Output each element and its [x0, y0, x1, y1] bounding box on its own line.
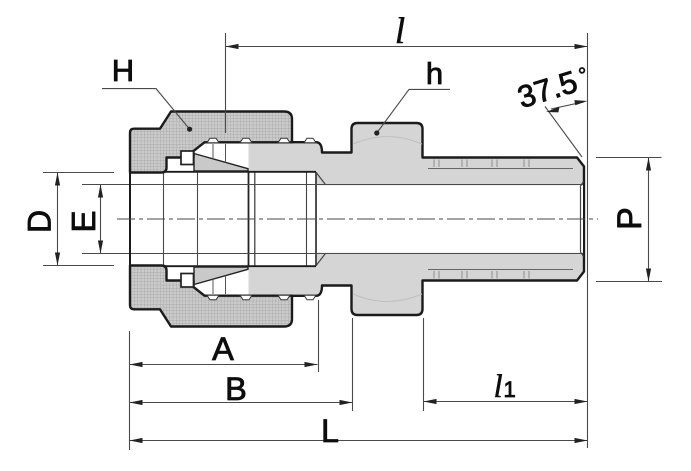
svg-text:E: E [65, 210, 102, 232]
svg-text:P: P [611, 207, 649, 230]
svg-text:A: A [212, 331, 234, 367]
svg-text:l: l [395, 11, 405, 52]
svg-text:H: H [112, 53, 134, 88]
svg-text:L: L [321, 413, 339, 449]
svg-text:h: h [426, 56, 443, 91]
svg-text:l: l [494, 369, 503, 405]
svg-text:D: D [22, 210, 58, 233]
svg-text:B: B [225, 371, 247, 407]
svg-text:1: 1 [504, 377, 516, 402]
